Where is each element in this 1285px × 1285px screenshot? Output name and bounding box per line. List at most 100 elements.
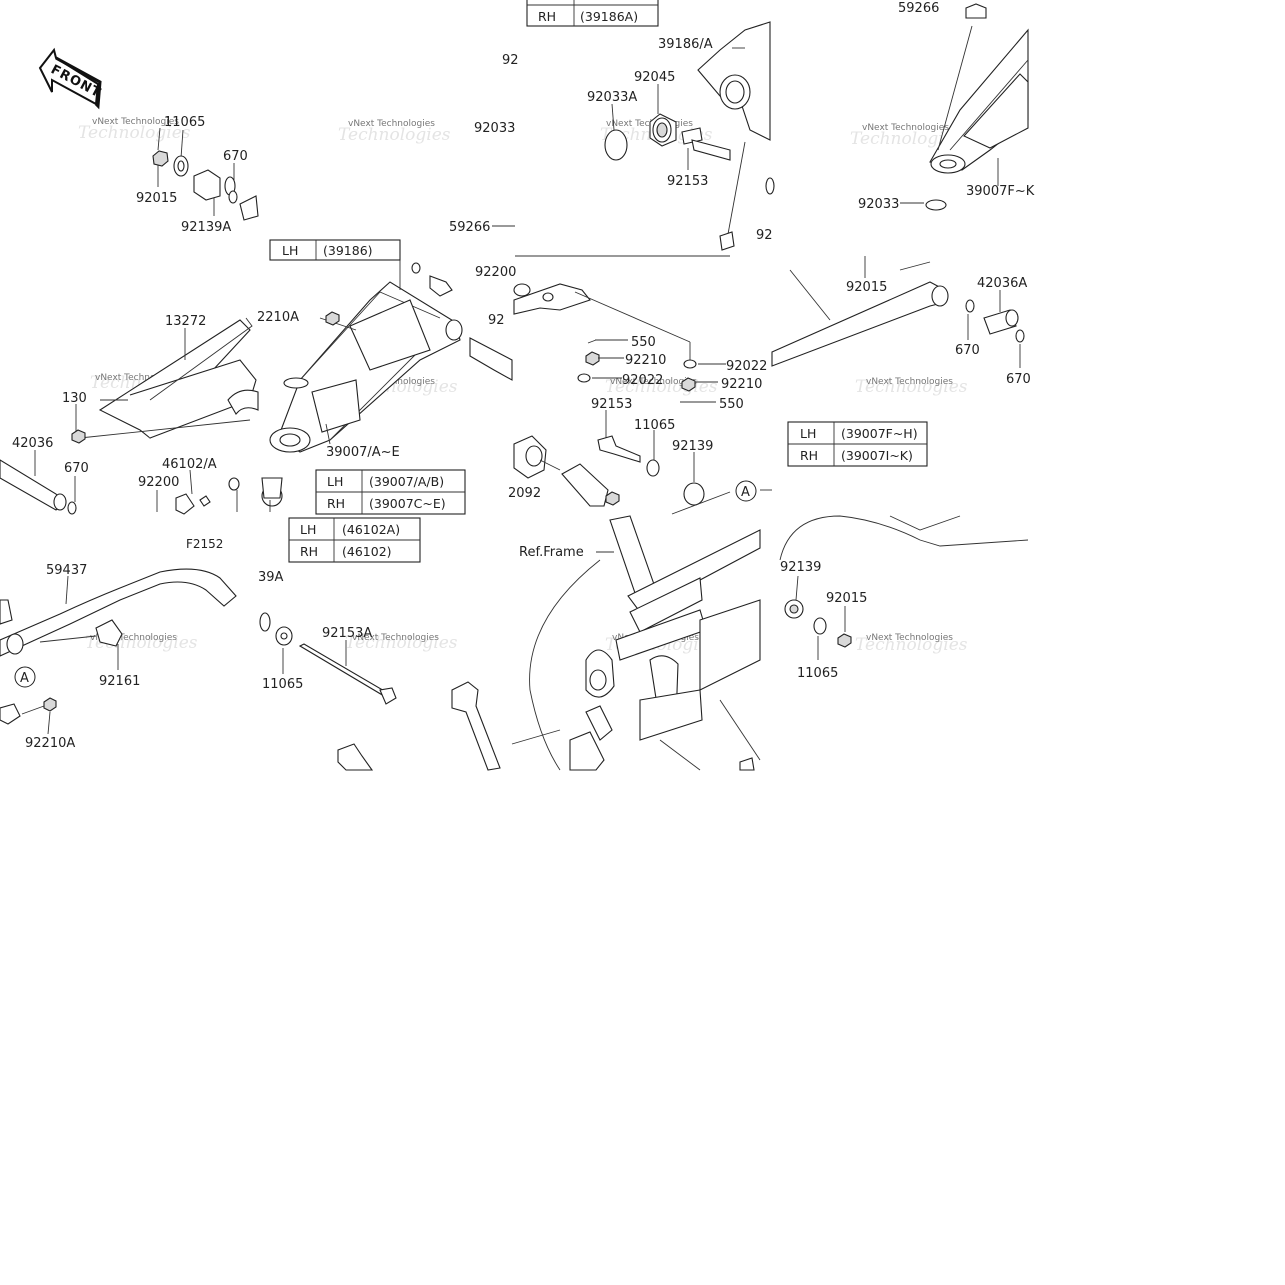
svg-text:Technologies: Technologies	[850, 129, 963, 149]
part-label: 59266	[898, 1, 939, 16]
part-label: 11065	[797, 666, 838, 681]
part-label: 92	[488, 313, 505, 328]
part-label: 92	[502, 53, 519, 68]
part-label: 92015	[136, 191, 177, 206]
watermark: vNext Technologies	[95, 373, 182, 383]
watermark: vNext Technologies	[92, 117, 179, 127]
part-labels: 11065 92015 92139A 670 2210A 13272 130 4…	[12, 1, 1035, 751]
watermark: vNext Technologies	[866, 633, 953, 643]
table-cell: (46102A)	[342, 522, 400, 537]
part-label: 42036A	[977, 276, 1027, 291]
svg-text:Technologies: Technologies	[338, 125, 451, 145]
part-label: 92033A	[587, 90, 637, 105]
table-39186: LH (39186)	[269, 239, 401, 261]
watermark: vNext Technologies	[866, 377, 953, 387]
panel-9	[0, 568, 237, 735]
table-cell: (39007/A/B)	[369, 474, 444, 489]
panel-5	[513, 283, 772, 515]
panel-11	[511, 515, 761, 771]
table-cell: (39007I~K)	[841, 448, 913, 463]
watermark: vNext Technologies	[610, 377, 697, 387]
table-cell: LH	[327, 474, 343, 489]
part-label: 92200	[138, 475, 179, 490]
part-label: 92033	[474, 121, 515, 136]
part-label: 39007/A~E	[326, 445, 400, 460]
part-label: 92015	[826, 591, 867, 606]
svg-text:Technologies: Technologies	[855, 635, 968, 655]
figure-code: F2152	[186, 537, 223, 551]
part-label: 92210A	[25, 736, 75, 751]
part-label: 11065	[262, 677, 303, 692]
ref-marker-right: A	[735, 480, 757, 502]
table-46102: LH (46102A) RH (46102)	[288, 517, 421, 563]
part-label: 92161	[99, 674, 140, 689]
part-label: 39A	[258, 570, 284, 585]
part-label: 13272	[165, 314, 206, 329]
part-label: 92210	[721, 377, 762, 392]
ref-marker-label: A	[20, 671, 29, 686]
part-label: 11065	[164, 115, 205, 130]
table-cell: LH	[300, 522, 316, 537]
part-label: 550	[631, 335, 656, 350]
watermark: vNext Technologies	[90, 633, 177, 643]
panel-4	[492, 21, 775, 257]
svg-text:Technologies: Technologies	[345, 633, 458, 653]
part-label: 92210	[625, 353, 666, 368]
panel-8	[779, 515, 1029, 660]
part-label: 92	[756, 228, 773, 243]
ref-marker-left: A	[14, 666, 36, 688]
ref-frame-label: Ref.Frame	[519, 545, 584, 560]
part-label: 92139	[672, 439, 713, 454]
watermark: vNext Technologies	[348, 119, 435, 129]
svg-text:Technologies: Technologies	[855, 377, 968, 397]
part-label: 92015	[846, 280, 887, 295]
table-cell: LH	[282, 243, 298, 258]
table-cell: (39007F~H)	[841, 426, 918, 441]
part-label: 92022	[622, 373, 663, 388]
panel-1	[152, 127, 259, 221]
panel-6	[900, 3, 1029, 211]
table-cell: RH	[538, 9, 556, 24]
panel-10	[259, 612, 501, 771]
part-label: 92153A	[322, 626, 372, 641]
part-label: 92153	[667, 174, 708, 189]
ref-marker-label: A	[741, 485, 750, 500]
part-label: 92033	[858, 197, 899, 212]
table-cell: (39186A)	[580, 9, 638, 24]
part-label: 59266	[449, 220, 490, 235]
table-cell: (46102)	[342, 544, 392, 559]
table-cell: (39007C~E)	[369, 496, 446, 511]
part-label: 670	[64, 461, 89, 476]
part-label: 92153	[591, 397, 632, 412]
part-label: 550	[719, 397, 744, 412]
front-arrow-icon: FRONT	[38, 47, 103, 110]
part-label: 670	[223, 149, 248, 164]
part-label: 130	[62, 391, 87, 406]
table-39007fk: LH (39007F~H) RH (39007I~K)	[787, 421, 928, 467]
svg-text:Technologies: Technologies	[78, 123, 191, 143]
part-label: 46102/A	[162, 457, 217, 472]
table-39186a: RH (39186A)	[526, 0, 659, 27]
table-cell: RH	[327, 496, 345, 511]
panel-7	[771, 256, 1025, 368]
part-label: 92200	[475, 265, 516, 280]
part-label: 670	[955, 343, 980, 358]
part-label: 39186/A	[658, 37, 713, 52]
part-label: 42036	[12, 436, 53, 451]
table-39007ae: LH (39007/A/B) RH (39007C~E)	[315, 469, 466, 515]
table-cell: RH	[800, 448, 818, 463]
watermark: vNext Technologies	[862, 123, 949, 133]
part-label: 59437	[46, 563, 87, 578]
part-label: 2092	[508, 486, 541, 501]
part-label: 670	[1006, 372, 1031, 387]
table-cell: LH	[800, 426, 816, 441]
part-label: 92139A	[181, 220, 231, 235]
part-label: 92139	[780, 560, 821, 575]
table-cell: RH	[300, 544, 318, 559]
part-label: 2210A	[257, 310, 299, 325]
watermark: vNext Technologies	[352, 633, 439, 643]
part-label: 39007F~K	[966, 184, 1035, 199]
part-label: 11065	[634, 418, 675, 433]
part-label: 92045	[634, 70, 675, 85]
